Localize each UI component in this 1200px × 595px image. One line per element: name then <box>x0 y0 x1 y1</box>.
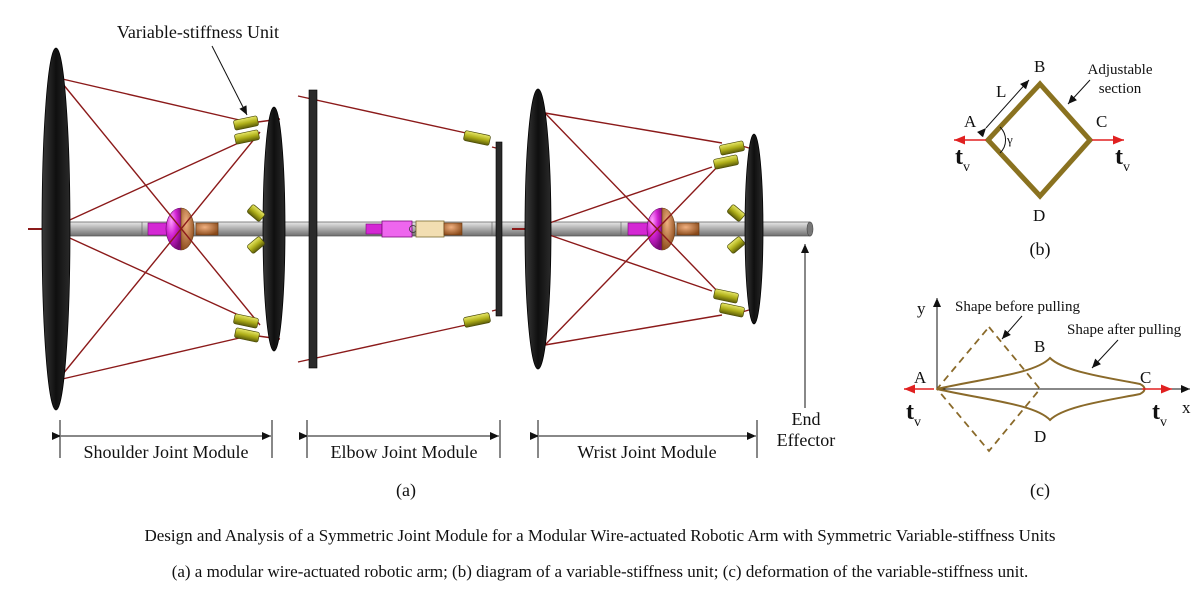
vsu-callout-label: Variable-stiffness Unit <box>117 22 279 42</box>
after-pulling-label: Shape after pulling <box>1067 322 1182 338</box>
after-pulling-arrow <box>1091 339 1119 369</box>
force-label-right-c: tv <box>1152 399 1167 430</box>
shoulder-joint <box>147 207 219 251</box>
panel-c-label: (c) <box>1030 480 1050 501</box>
point-d-label-c: D <box>1034 427 1046 446</box>
disks <box>41 47 764 411</box>
point-a-label: A <box>964 112 977 131</box>
angle-arc <box>999 126 1006 154</box>
point-d-label: D <box>1033 206 1045 225</box>
panel-a-label: (a) <box>396 480 416 501</box>
variable-stiffness-units <box>233 115 745 343</box>
point-a-label-c: A <box>914 368 927 387</box>
wrist-module-label: Wrist Joint Module <box>577 442 716 462</box>
axis-y-label: y <box>917 299 926 318</box>
shoulder-module-label: Shoulder Joint Module <box>84 442 249 462</box>
length-dimension <box>977 79 1030 138</box>
shoulder-end-disk <box>262 106 286 352</box>
length-label: L <box>996 82 1006 101</box>
before-pulling-label: Shape before pulling <box>955 299 1080 315</box>
elbow-joint <box>365 220 463 238</box>
elbow-module-label: Elbow Joint Module <box>331 442 478 462</box>
force-label-left: tv <box>955 144 970 175</box>
panel-c-deformation: x y A B C D Shape before pulling Shape a… <box>904 298 1191 501</box>
end-effector-label-line2: Effector <box>777 430 836 450</box>
adjustable-arrow <box>1067 79 1091 105</box>
adjustable-label-line1: Adjustable <box>1088 62 1153 78</box>
vsu-callout-arrow <box>211 45 248 116</box>
elbow-base-plate <box>308 89 318 369</box>
wrist-base-disk <box>524 88 552 370</box>
end-effector-label-line1: End <box>792 409 821 429</box>
panel-b-label: (b) <box>1030 239 1051 260</box>
wrist-end-disk <box>744 133 764 325</box>
figure-caption-subtitle: (a) a modular wire-actuated robotic arm;… <box>171 562 1029 581</box>
module-brackets <box>52 420 758 458</box>
adjustable-label-line2: section <box>1099 81 1142 97</box>
force-label-left-c: tv <box>906 399 921 430</box>
before-pulling-arrow <box>1001 315 1023 340</box>
shoulder-base-disk <box>41 47 71 411</box>
panel-a-robotic-arm: Variable-stiffness Unit Shoulder Joint M… <box>28 22 835 501</box>
figure-caption-title: Design and Analysis of a Symmetric Joint… <box>144 526 1056 545</box>
point-b-label-c: B <box>1034 337 1045 356</box>
shape-before-pulling <box>935 325 1042 453</box>
force-label-right: tv <box>1115 144 1130 175</box>
actuation-wires <box>49 77 757 381</box>
point-c-label: C <box>1096 112 1107 131</box>
angle-label: γ <box>1006 132 1013 147</box>
point-b-label: B <box>1034 57 1045 76</box>
point-c-label-c: C <box>1140 368 1151 387</box>
panel-b-vsu-diagram: L γ A B C D Adjustable section tv tv (b) <box>954 57 1153 260</box>
axis-x-label: x <box>1182 398 1191 417</box>
wrist-joint <box>627 207 700 251</box>
elbow-end-plate <box>495 141 503 317</box>
